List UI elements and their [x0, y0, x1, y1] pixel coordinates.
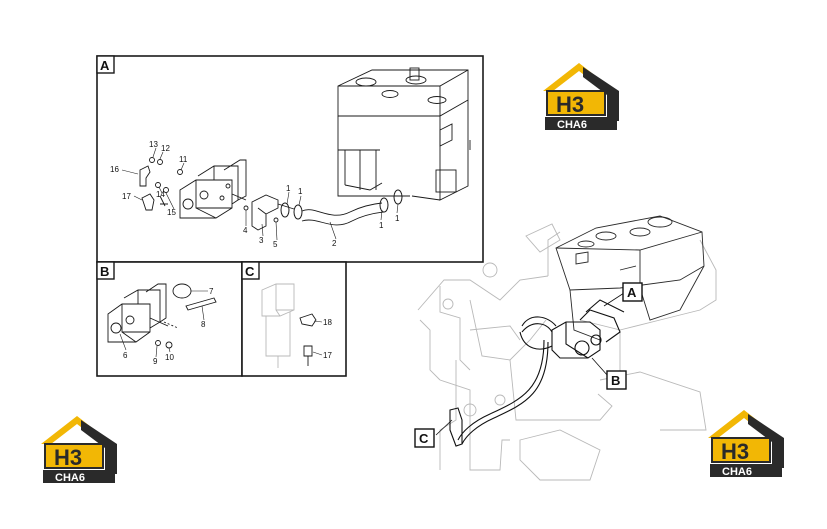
callout-b-letter: B: [611, 373, 620, 388]
part-label: 4: [243, 226, 248, 235]
callout-a-letter: A: [627, 285, 637, 300]
panel-a-tag: [96, 55, 115, 74]
part-label: 16: [110, 165, 119, 174]
panel-c-tag: [241, 261, 260, 280]
part-label: 1: [298, 187, 303, 196]
callout-b: B: [591, 357, 627, 390]
part-label: 2: [332, 239, 337, 248]
part-label: 18: [323, 318, 332, 327]
logo-mark: H3: [721, 439, 749, 464]
part-label: 14: [156, 190, 165, 199]
part-numbers-c: 18 17: [323, 318, 332, 360]
part-label: 7: [209, 287, 214, 296]
panel-b: B 7 8 6 9 10: [96, 261, 243, 377]
fittings-c: [299, 313, 317, 366]
hose-2: [301, 202, 385, 226]
machine-frame: [417, 223, 717, 481]
part-numbers-b: 7 8 6 9 10: [123, 287, 214, 366]
logo-mark: H3: [54, 445, 82, 470]
callout-c-letter: C: [419, 431, 429, 446]
panel-a-frame: [96, 55, 484, 263]
part-label: 1: [379, 221, 384, 230]
machine-tank: [555, 215, 705, 341]
part-label: 9: [153, 357, 158, 366]
logo-mark: H3: [556, 92, 584, 117]
part-label: 3: [259, 236, 264, 245]
part-label: 15: [167, 208, 176, 217]
panel-c: C 18 17: [241, 261, 347, 377]
part-label: 5: [273, 240, 278, 249]
panel-b-frame: [96, 261, 243, 377]
machine-pump: [449, 299, 625, 447]
panel-b-letter: B: [100, 264, 109, 279]
logo-brand: CHA6: [557, 119, 587, 131]
part-label: 17: [323, 351, 332, 360]
part-label: 6: [123, 351, 128, 360]
pump-assembly-b: [107, 283, 217, 349]
logo-brand: CHA6: [55, 472, 85, 484]
panel-c-frame: [241, 261, 347, 377]
panel-c-letter: C: [245, 264, 255, 279]
part-label: 8: [201, 320, 206, 329]
clamps-1: [280, 189, 403, 220]
panel-a: A: [96, 55, 484, 263]
leaders-b: [119, 290, 208, 358]
part-label: 1: [395, 214, 400, 223]
part-numbers-a: 1 1 1 1 2 3 4 5 11 12 13 14 15 16 17: [110, 140, 400, 249]
pump-assembly-a: [179, 159, 247, 219]
part-label: 1: [286, 184, 291, 193]
panel-b-tag: [96, 261, 115, 280]
panel-a-letter: A: [100, 58, 110, 73]
tank-drawing: [337, 67, 471, 201]
callout-c: C: [414, 419, 453, 448]
part-label: 10: [165, 353, 174, 362]
pipe-3: [251, 194, 295, 231]
logo: H3 CHA6: [41, 416, 117, 484]
logo: H3 CHA6: [543, 63, 619, 131]
part-label: 12: [161, 144, 170, 153]
machine-overview: A B C: [414, 215, 717, 481]
filter-drawing: [261, 283, 295, 368]
leaders-a: [121, 147, 399, 241]
leaders-c: [312, 320, 323, 356]
fittings-a: [139, 157, 279, 223]
logo-brand: CHA6: [722, 466, 752, 478]
callout-a: A: [603, 282, 643, 307]
part-label: 11: [179, 155, 188, 164]
logo: H3 CHA6: [708, 410, 784, 478]
part-label: 13: [149, 140, 158, 149]
part-label: 17: [122, 192, 131, 201]
